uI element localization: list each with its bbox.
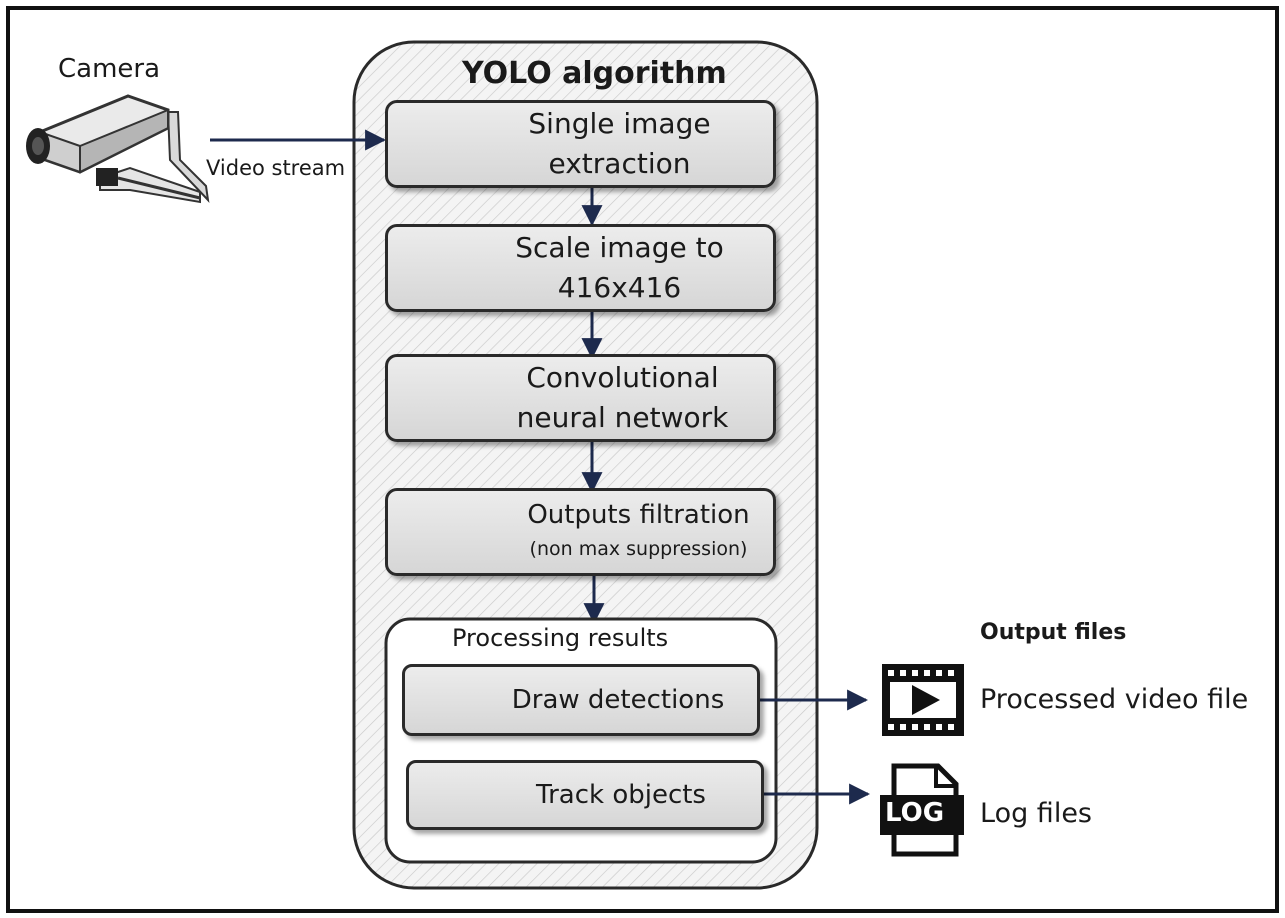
- log-badge: LOG: [885, 798, 945, 828]
- step-track-objects: Track objects: [406, 760, 764, 830]
- step-label: Scale image to 416x416: [515, 231, 724, 304]
- step-label: Outputs filtration (non max suppression): [527, 500, 750, 560]
- step-label: Convolutional neural network: [516, 361, 729, 434]
- step-outputs-filtration: Outputs filtration (non max suppression): [385, 488, 776, 576]
- diagram-title: YOLO algorithm: [462, 56, 727, 91]
- step-label: Track objects: [536, 780, 706, 810]
- step-cnn: Convolutional neural network: [385, 354, 776, 442]
- camera-label: Camera: [58, 54, 161, 84]
- video-stream-label: Video stream: [206, 156, 346, 180]
- step-label: Single image extraction: [528, 107, 711, 180]
- video-file-icon: [882, 664, 964, 736]
- processing-results-title: Processing results: [452, 624, 669, 652]
- output-files-title: Output files: [980, 620, 1127, 645]
- step-single-image-extraction: Single image extraction: [385, 100, 776, 188]
- step-label: Draw detections: [511, 685, 725, 715]
- step-scale-image: Scale image to 416x416: [385, 224, 776, 312]
- step-draw-detections: Draw detections: [402, 664, 760, 736]
- log-file-icon: [880, 763, 964, 857]
- security-camera-icon: [26, 94, 210, 204]
- log-files-label: Log files: [980, 798, 1092, 829]
- processed-video-label: Processed video file: [980, 684, 1249, 715]
